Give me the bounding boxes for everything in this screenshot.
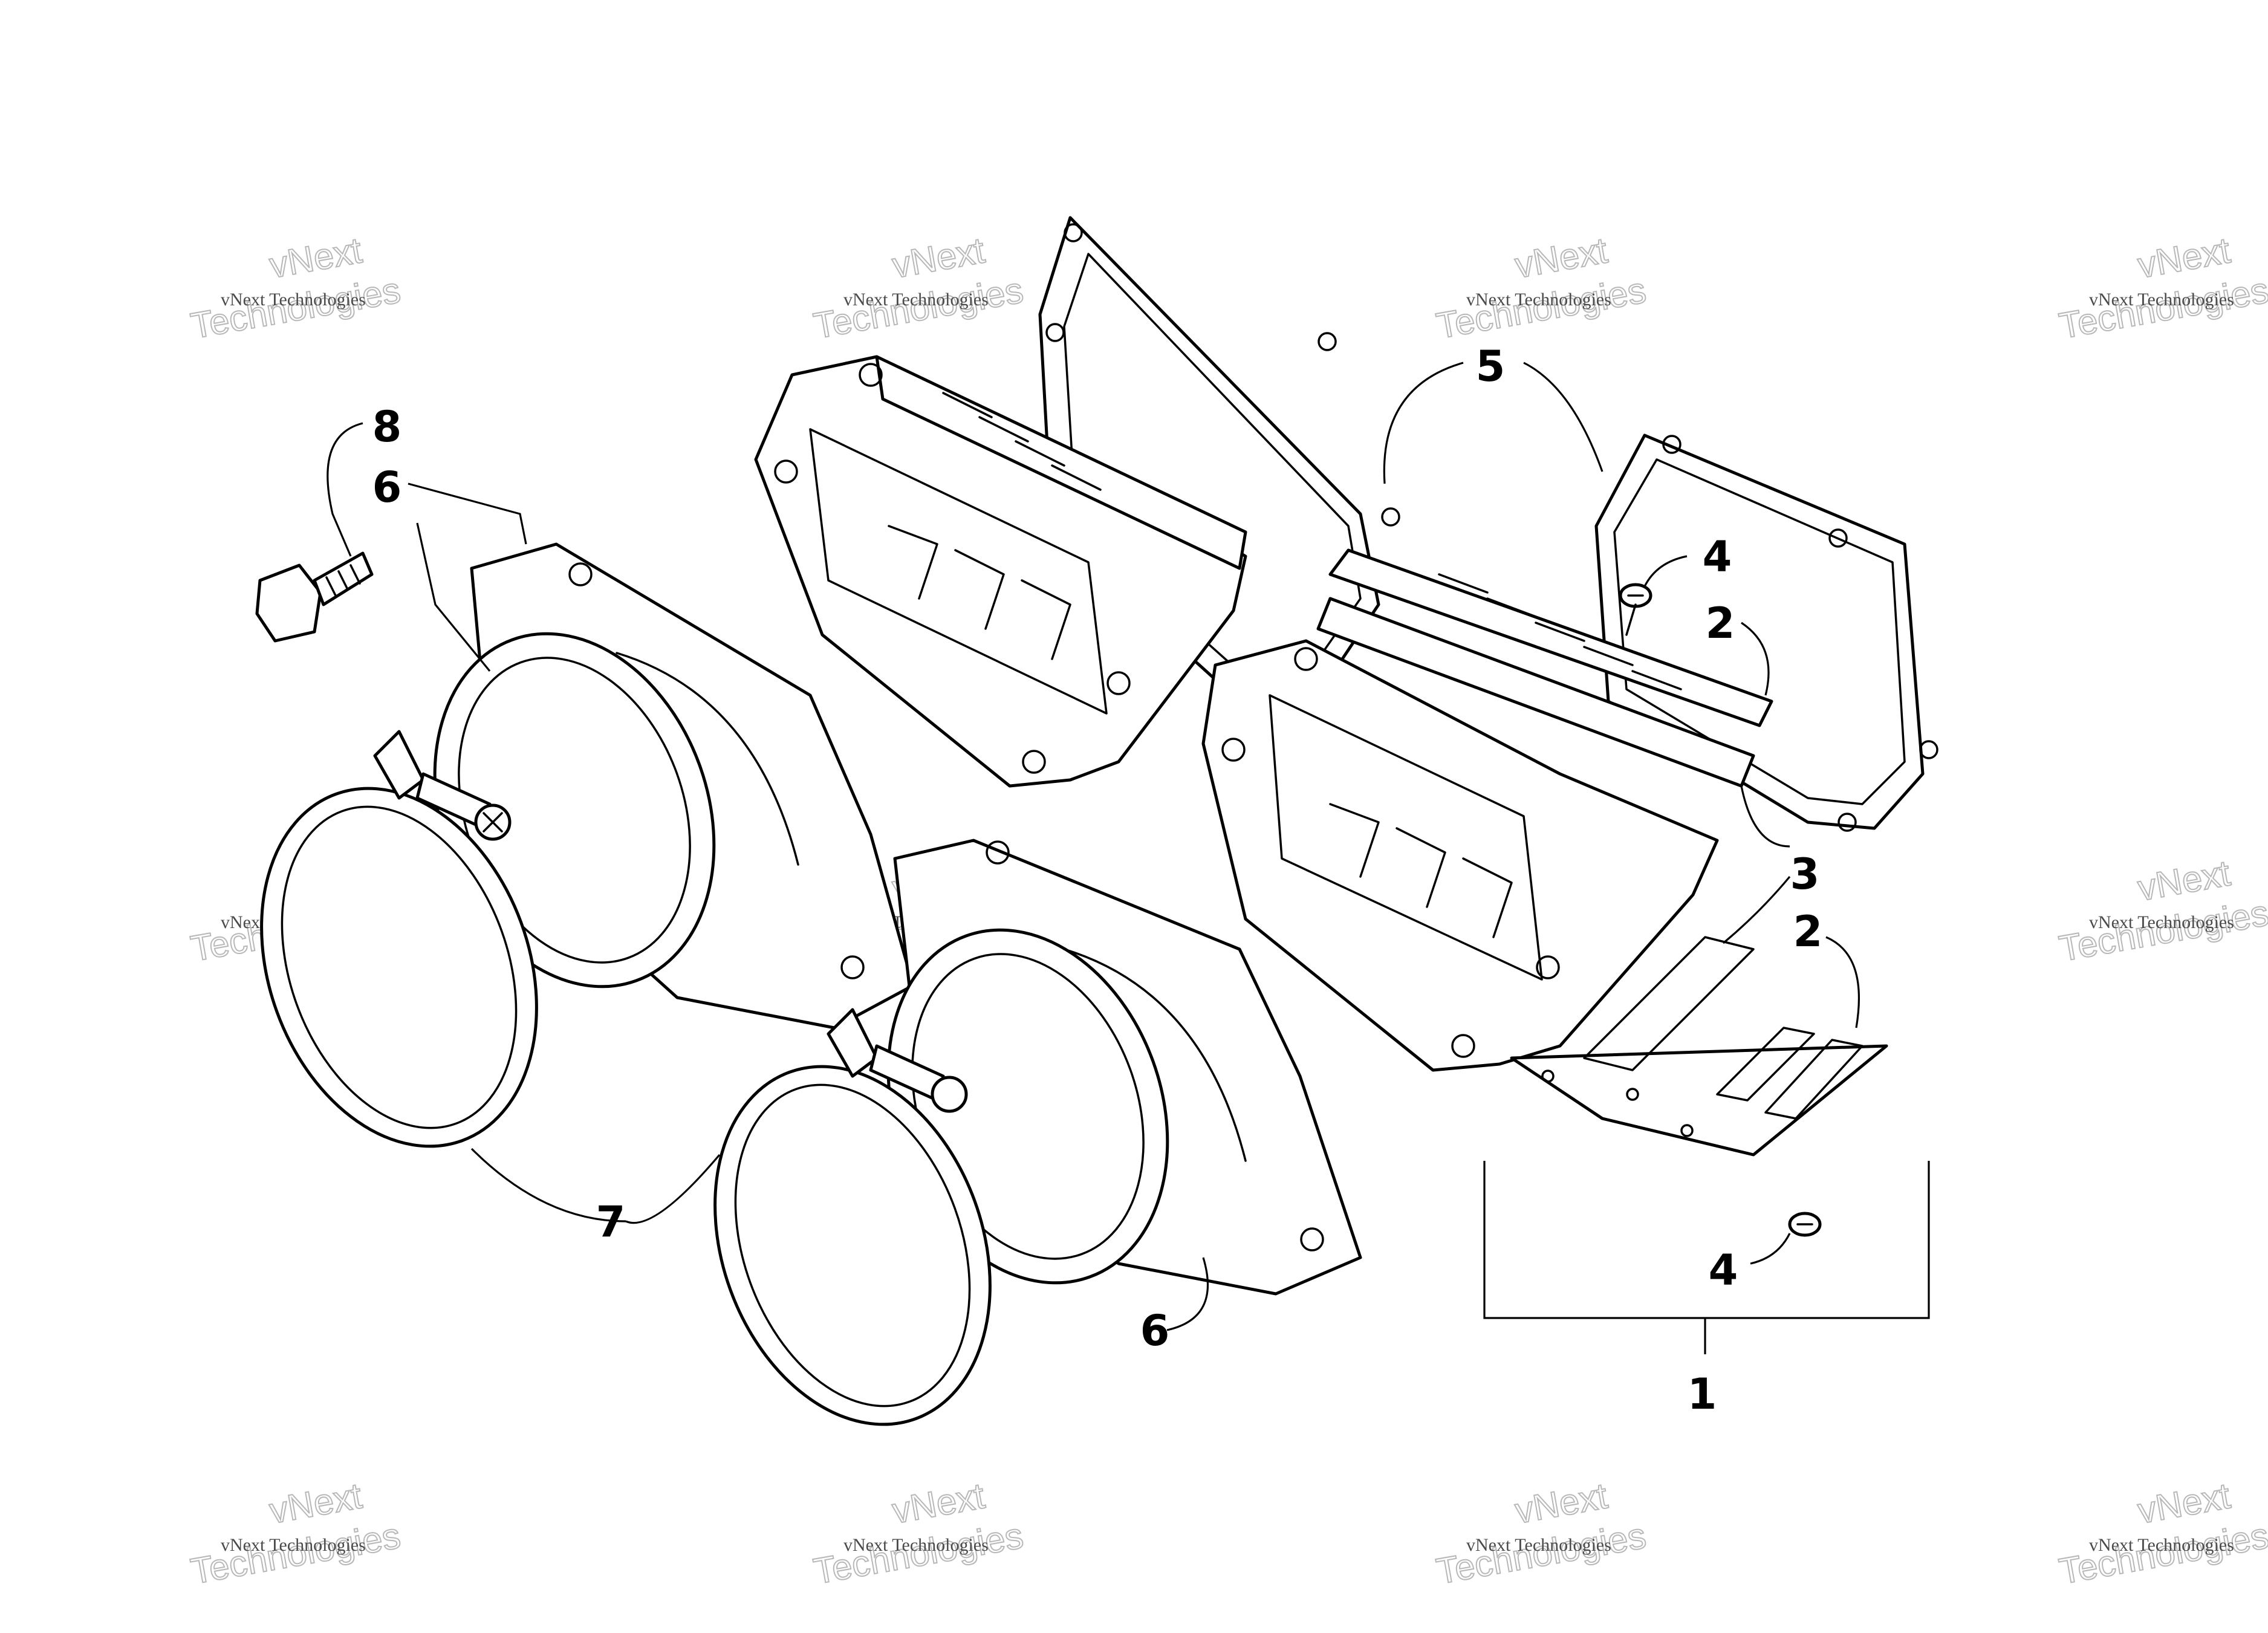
watermark: vNext Technologies vNext Technologies [1433,229,1650,347]
watermark: vNext Technologies vNext Technologies [810,1475,1027,1592]
callout-6: 6 [372,463,402,512]
watermark-small: vNext Technologies [2089,1535,2234,1555]
watermark: vNext Technologies vNext Technologies [2056,229,2268,347]
hose-clamp-icon [713,1008,992,1426]
callout-6: 6 [1140,1306,1170,1355]
gasket-icon [1594,433,1938,832]
callout-2: 2 [1706,599,1735,648]
callout-4: 4 [1703,532,1732,582]
watermark-small: vNext Technologies [2089,290,2234,310]
watermark: vNext Technologies vNext Technologies [187,1475,405,1592]
watermark-small: vNext Technologies [843,290,989,310]
callout-4: 4 [1709,1245,1738,1295]
hose-clamp-icon [260,730,538,1148]
leader-lines [327,362,1930,1354]
watermark-small: vNext Technologies [2089,912,2234,932]
watermark: vNext Technologies vNext Technologies [2056,852,2268,970]
watermark-small: vNext Technologies [843,1535,989,1555]
callout-5: 5 [1476,342,1506,391]
watermark: vNext Technologies vNext Technologies [2056,1475,2268,1592]
callout-1: 1 [1688,1369,1717,1419]
watermark: vNext Technologies vNext Technologies [1433,1475,1650,1592]
screw-icon [1788,1212,1822,1237]
watermark-small: vNext Technologies [221,290,366,310]
callout-7: 7 [596,1197,626,1247]
watermark-small: vNext Technologies [221,1535,366,1555]
watermark: vNext Technologies vNext Technologies [187,229,405,347]
reed-cage-icon [754,355,1247,788]
reed-stop-plate-icon [1328,548,1773,727]
callout-2: 2 [1793,907,1823,956]
reed-cage-icon [1201,639,1719,1072]
callout-labels: 8 6 5 4 2 3 2 7 6 4 1 [372,342,1823,1419]
watermark-small: vNext Technologies [1466,290,1611,310]
watermark: vNext Technologies vNext Technologies [810,229,1027,347]
reed-stop-plate-icon [1510,936,1888,1157]
flange-bolt-icon [255,551,374,643]
watermark-small: vNext Technologies [1466,1535,1611,1555]
callout-3: 3 [1790,849,1820,899]
screw-icon [1619,583,1652,636]
callout-8: 8 [372,402,402,452]
